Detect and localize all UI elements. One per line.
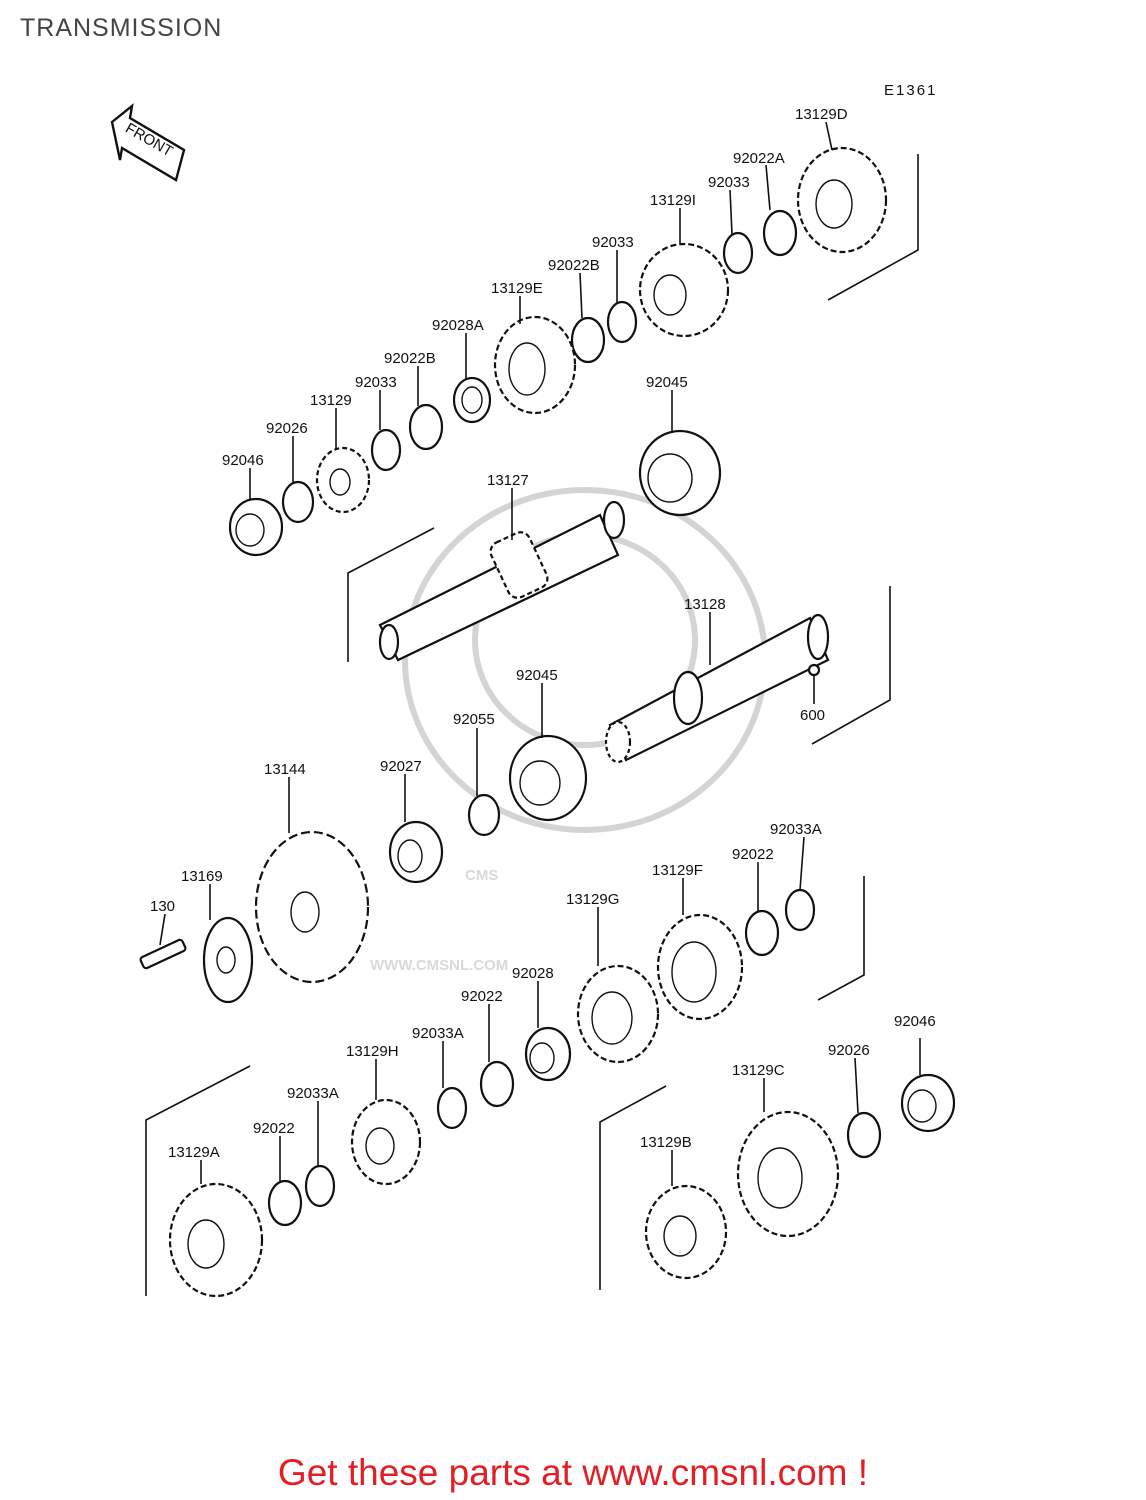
callout-130: 130 (150, 898, 175, 915)
group-brackets (145, 154, 919, 1296)
o-ring-92055 (467, 793, 501, 837)
front-arrow-icon: FRONT (110, 103, 186, 182)
watermark-logo-text: CMS (465, 867, 498, 884)
callout-13129I: 13129I (650, 192, 696, 209)
callout-13129E: 13129E (491, 280, 543, 297)
callout-13129D: 13129D (795, 106, 848, 123)
callout-13128: 13128 (684, 596, 726, 613)
callout-labels: 13129D 92022A 92033 13129I 92033 92022B … (150, 106, 936, 1161)
callout-92028: 92028 (512, 965, 554, 982)
callout-92046-top: 92046 (222, 452, 264, 469)
callout-13129H: 13129H (346, 1043, 399, 1060)
gear-13129 (315, 446, 371, 514)
callout-92022-r: 92022 (732, 846, 774, 863)
washer-92026-bot (846, 1111, 882, 1159)
plate-13169 (202, 916, 254, 1004)
diagram-code: E1361 (884, 82, 937, 99)
callout-92022-m: 92022 (461, 988, 503, 1005)
callout-92022B-a: 92022B (548, 257, 600, 274)
bolt-130 (139, 938, 187, 970)
gear-13129C (736, 1110, 840, 1238)
callout-600: 600 (800, 707, 825, 724)
gear-13129B (644, 1184, 728, 1280)
gear-13129F (656, 913, 744, 1021)
callout-13129: 13129 (310, 392, 352, 409)
callout-92045-top: 92045 (646, 374, 688, 391)
needle-bearing-92028 (524, 1026, 572, 1082)
leader-lines (159, 121, 921, 1186)
collar-92027 (388, 820, 444, 884)
callout-92028A: 92028A (432, 317, 484, 334)
page-title: TRANSMISSION (20, 14, 223, 42)
gear-13129E (493, 315, 577, 415)
callout-92033-low: 92033 (355, 374, 397, 391)
callout-92046-bot: 92046 (894, 1013, 936, 1030)
circlip-92022B-b (408, 403, 444, 451)
callout-13129B: 13129B (640, 1134, 692, 1151)
gear-13129A (168, 1182, 264, 1298)
callout-92022-l: 92022 (253, 1120, 295, 1137)
callout-92033A-r: 92033A (770, 821, 822, 838)
callout-92045-mid: 92045 (516, 667, 558, 684)
gear-13129I (638, 242, 730, 338)
callout-13129G: 13129G (566, 891, 619, 908)
callout-92033A-l: 92033A (287, 1085, 339, 1102)
ball-bearing-92045-top (638, 429, 722, 517)
callout-92033-mid: 92033 (592, 234, 634, 251)
callout-92033-top: 92033 (708, 174, 750, 191)
callout-92022B-b: 92022B (384, 350, 436, 367)
callout-92026-bot: 92026 (828, 1042, 870, 1059)
circlip-92022-m (479, 1060, 515, 1108)
input-shaft-13127 (378, 500, 626, 662)
callout-92026-top: 92026 (266, 420, 308, 437)
snap-ring-92033A-l (304, 1164, 336, 1208)
circlip-92022-l (267, 1179, 303, 1227)
ball-bearing-92045-mid (508, 734, 588, 822)
callout-92022A: 92022A (733, 150, 785, 167)
callout-13127: 13127 (487, 472, 529, 489)
output-shaft-13128 (604, 613, 830, 764)
gear-13129H (350, 1098, 422, 1186)
snap-ring-92033A-r (784, 888, 816, 932)
callout-13144: 13144 (264, 761, 306, 778)
circlip-92022A (762, 209, 798, 257)
bearing-92046-top (228, 497, 284, 557)
watermark-url-text: WWW.CMSNL.COM (370, 957, 508, 974)
callout-13169: 13169 (181, 868, 223, 885)
gear-13129G (576, 964, 660, 1064)
washer-92026-top (281, 480, 315, 524)
snap-ring-92033-mid (606, 300, 638, 344)
exploded-parts-diagram: CMS WWW.CMSNL.COM FRONT E1361 (110, 82, 956, 1298)
snap-ring-92033-low (370, 428, 402, 472)
sprocket-13144 (254, 830, 370, 984)
callout-13129F: 13129F (652, 862, 703, 879)
callout-92033A-m: 92033A (412, 1025, 464, 1042)
circlip-92022B-a (570, 316, 606, 364)
gear-13129D (796, 146, 888, 254)
bearing-92046-bot (900, 1073, 956, 1133)
callout-13129C: 13129C (732, 1062, 785, 1079)
callout-13129A: 13129A (168, 1144, 220, 1161)
needle-bearing-92028A (452, 376, 492, 424)
callout-92055: 92055 (453, 711, 495, 728)
snap-ring-92033-top (722, 231, 754, 275)
circlip-92022-r (744, 909, 780, 957)
promo-link-text[interactable]: Get these parts at www.cmsnl.com ! (277, 1452, 869, 1493)
snap-ring-92033A-m (436, 1086, 468, 1130)
callout-92027: 92027 (380, 758, 422, 775)
